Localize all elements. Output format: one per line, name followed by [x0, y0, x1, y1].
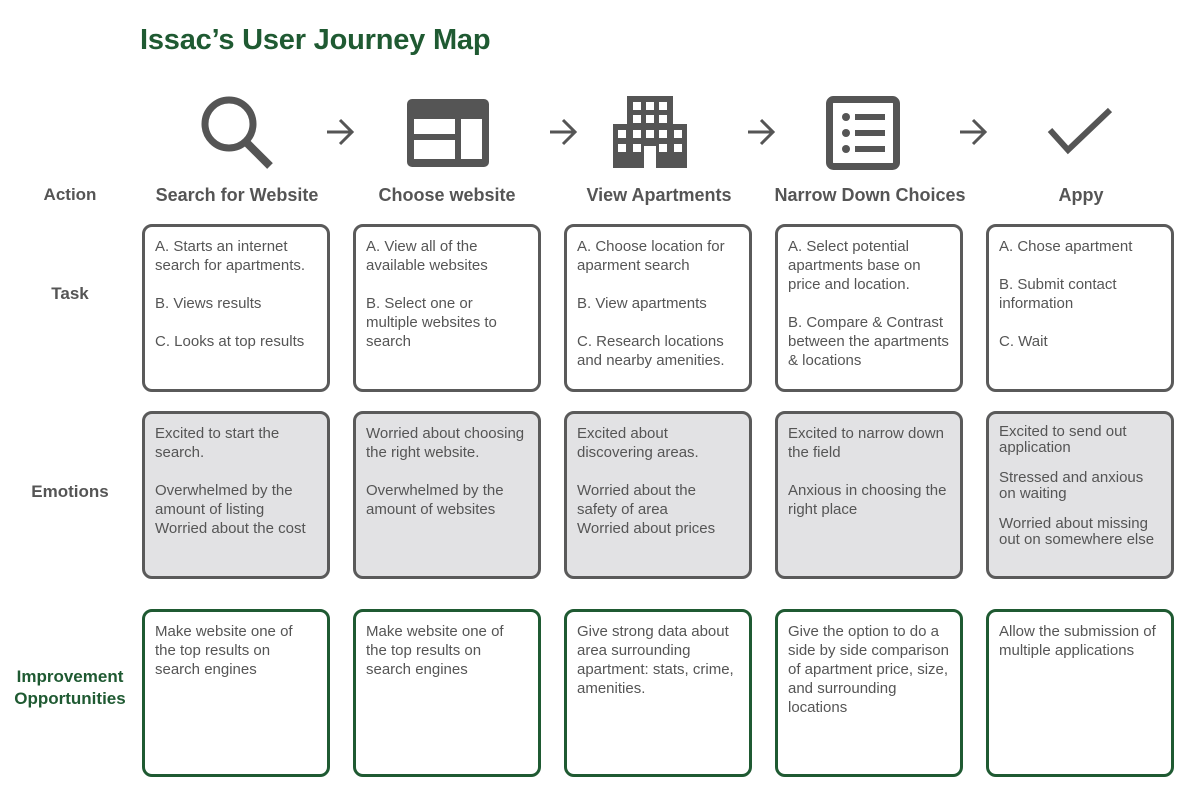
- emotion-item: Worried about choosing the right website…: [366, 425, 525, 461]
- emotion-item: Anxious in choosing the right place: [788, 482, 947, 518]
- emotion-item: Excited to narrow down the field: [788, 425, 944, 461]
- task-item: B. Views results: [155, 295, 262, 312]
- task-item: B. Select one or multiple websites to se…: [366, 295, 497, 350]
- improvement-card: Give the option to do a side by side com…: [775, 609, 963, 777]
- row-label-improvement-line1: Improvement: [16, 667, 124, 686]
- improvement-card: Make website one of the top results on s…: [353, 609, 541, 777]
- improvement-card: Make website one of the top results on s…: [142, 609, 330, 777]
- task-item: B. Compare & Contrast between the apartm…: [788, 314, 949, 369]
- improvement-card: Allow the submission of multiple applica…: [986, 609, 1174, 777]
- emotion-item: Stressed and anxious on waiting: [999, 469, 1144, 502]
- task-item: A. Select potential apartments base on p…: [788, 238, 921, 293]
- step-title: Search for Website: [155, 185, 319, 205]
- improvement-text: Give the option to do a side by side com…: [788, 623, 949, 716]
- page-title: Issac’s User Journey Map: [140, 24, 491, 56]
- task-item: C. Research locations and nearby ameniti…: [577, 333, 725, 369]
- arrow-right-icon: [958, 118, 988, 151]
- task-item: A. Starts an internet search for apartme…: [155, 238, 306, 274]
- task-item: B. Submit contact information: [999, 276, 1117, 312]
- task-item: C. Wait: [999, 333, 1048, 350]
- task-item: C. Looks at top results: [155, 333, 305, 350]
- row-label-improvement: Improvement Opportunities: [0, 666, 140, 710]
- task-card: A. View all of the available websites B.…: [353, 224, 541, 392]
- task-item: A. View all of the available websites: [366, 238, 488, 274]
- emotion-item: Worried about the cost: [155, 520, 306, 537]
- task-item: B. View apartments: [577, 295, 707, 312]
- emotion-item: Worried about prices: [577, 520, 716, 537]
- emotion-item: Excited to start the search.: [155, 425, 280, 461]
- step-title: Narrow Down Choices: [774, 185, 966, 205]
- task-card: A. Select potential apartments base on p…: [775, 224, 963, 392]
- emotion-item: Excited about discovering areas.: [577, 425, 699, 461]
- emotion-item: Overwhelmed by the amount of websites: [366, 482, 504, 518]
- task-card: A. Choose location for aparment search B…: [564, 224, 752, 392]
- emotion-card: Excited to start the search. Overwhelmed…: [142, 411, 330, 579]
- emotion-card: Excited about discovering areas. Worried…: [564, 411, 752, 579]
- apartment-building-icon: [613, 96, 687, 168]
- emotion-item: Overwhelmed by the amount of listing: [155, 482, 293, 518]
- arrow-right-icon: [746, 118, 776, 151]
- row-label-task: Task: [51, 284, 89, 303]
- improvement-text: Make website one of the top results on s…: [155, 623, 293, 678]
- step-title: Choose website: [378, 185, 516, 205]
- improvement-card: Give strong data about area surrounding …: [564, 609, 752, 777]
- arrow-right-icon: [325, 118, 355, 151]
- step-title: Appy: [1058, 185, 1104, 205]
- emotion-card: Excited to send out application Stressed…: [986, 411, 1174, 579]
- emotion-card: Excited to narrow down the field Anxious…: [775, 411, 963, 579]
- checkmark-icon: [1046, 106, 1114, 158]
- emotion-card: Worried about choosing the right website…: [353, 411, 541, 579]
- emotion-item: Worried about the safety of area: [577, 482, 696, 518]
- improvement-text: Make website one of the top results on s…: [366, 623, 504, 678]
- search-icon: [197, 94, 277, 172]
- emotion-item: Excited to send out application: [999, 423, 1127, 456]
- task-item: A. Chose apartment: [999, 238, 1133, 255]
- row-label-emotions: Emotions: [31, 482, 109, 501]
- task-card: A. Starts an internet search for apartme…: [142, 224, 330, 392]
- emotion-item: Worried about missing out on somewhere e…: [999, 515, 1155, 548]
- website-layout-icon: [407, 99, 489, 167]
- arrow-right-icon: [548, 118, 578, 151]
- improvement-text: Give strong data about area surrounding …: [577, 623, 734, 697]
- list-icon: [826, 96, 900, 170]
- row-label-improvement-line2: Opportunities: [14, 689, 126, 708]
- task-item: A. Choose location for aparment search: [577, 238, 725, 274]
- improvement-text: Allow the submission of multiple applica…: [999, 623, 1156, 659]
- step-title: View Apartments: [586, 185, 732, 205]
- row-label-action: Action: [43, 185, 97, 204]
- task-card: A. Chose apartment B. Submit contact inf…: [986, 224, 1174, 392]
